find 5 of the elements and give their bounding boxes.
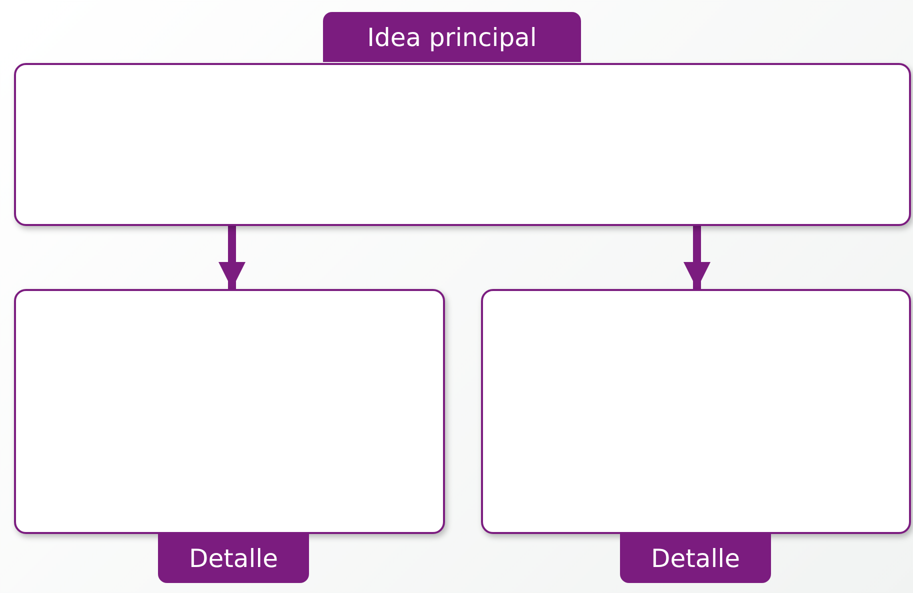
heading-label: Detalle (620, 534, 771, 583)
arrow (683, 226, 711, 289)
heading-label: Idea principal (323, 12, 581, 62)
heading-label: Detalle (158, 534, 309, 583)
arrow (218, 226, 246, 289)
